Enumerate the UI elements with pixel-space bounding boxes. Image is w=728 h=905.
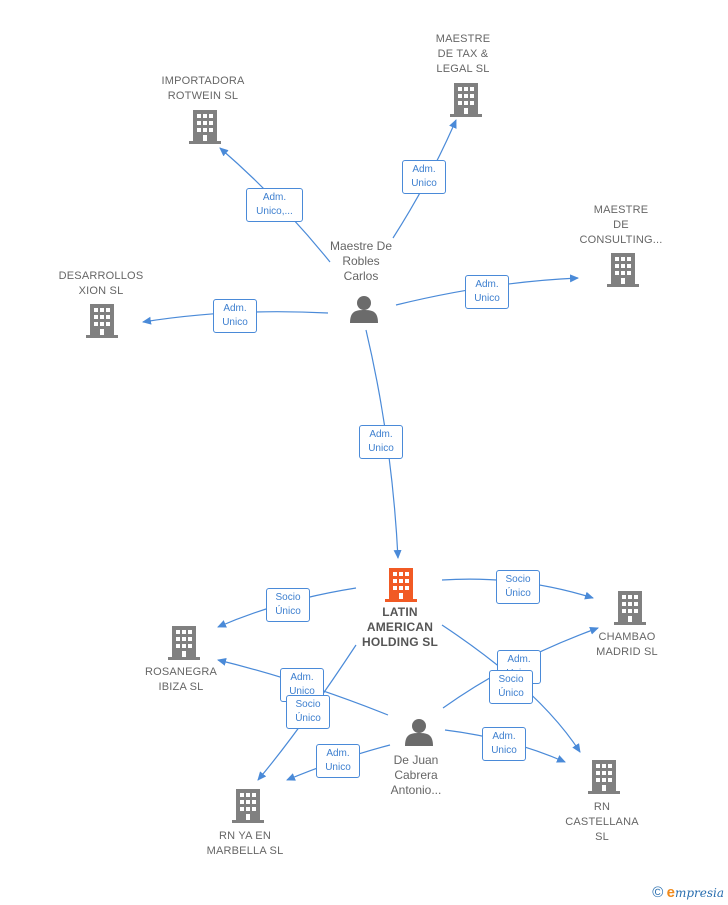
maestre-person-icon[interactable] <box>350 296 378 323</box>
dejuan-person-icon[interactable] <box>405 719 433 746</box>
empresia-footer[interactable]: © empresia <box>652 884 724 901</box>
edge-label-latin-castellana: Socio Único <box>489 670 533 704</box>
edge-label-maestre-latin: Adm. Unico <box>359 425 403 459</box>
rosanegra-label[interactable]: ROSANEGRA IBIZA SL <box>144 666 218 693</box>
edge-label-maestre-desarrollos: Adm. Unico <box>213 299 257 333</box>
desarrollos-building-icon[interactable] <box>86 304 118 338</box>
rn-castellana-building-icon[interactable] <box>588 760 620 794</box>
maestre-person-label[interactable]: Maestre De Robles Carlos <box>329 239 393 283</box>
edge-label-latin-chambao: Socio Único <box>496 570 540 604</box>
maestre-tax-building-icon[interactable] <box>450 83 482 117</box>
rosanegra-building-icon[interactable] <box>168 626 200 660</box>
edge-label-maestre-tax: Adm. Unico <box>402 160 446 194</box>
latin-american-label[interactable]: LATIN AMERICAN HOLDING SL <box>362 605 438 649</box>
rn-marbella-label[interactable]: RN YA EN MARBELLA SL <box>206 830 284 857</box>
empresia-logo-text: mpresia <box>674 886 724 900</box>
maestre-consulting-label[interactable]: MAESTRE DE CONSULTING... <box>579 204 663 246</box>
dejuan-person-label[interactable]: De Juan Cabrera Antonio... <box>390 753 442 797</box>
copyright-symbol: © <box>652 884 664 901</box>
edge-label-latin-marbella: Socio Único <box>286 695 330 729</box>
maestre-tax-label[interactable]: MAESTRE DE TAX & LEGAL SL <box>435 33 491 75</box>
chambao-building-icon[interactable] <box>614 591 646 625</box>
empresia-logo-initial: e <box>666 884 675 901</box>
importadora-label[interactable]: IMPORTADORA ROTWEIN SL <box>161 75 245 102</box>
desarrollos-label[interactable]: DESARROLLOS XION SL <box>58 270 144 297</box>
edge-label-latin-rosanegra: Socio Único <box>266 588 310 622</box>
chambao-label[interactable]: CHAMBAO MADRID SL <box>596 631 658 658</box>
rn-marbella-building-icon[interactable] <box>232 789 264 823</box>
importadora-building-icon[interactable] <box>189 110 221 144</box>
edge-label-maestre-importadora: Adm. Unico,... <box>246 188 303 222</box>
edge-label-dejuan-marbella: Adm. Unico <box>316 744 360 778</box>
maestre-consulting-building-icon[interactable] <box>607 253 639 287</box>
edge-label-maestre-consulting: Adm. Unico <box>465 275 509 309</box>
rn-castellana-label[interactable]: RN CASTELLANA SL <box>565 801 639 843</box>
latin-american-building-icon[interactable] <box>385 568 417 602</box>
edge-label-dejuan-castellana: Adm. Unico <box>482 727 526 761</box>
